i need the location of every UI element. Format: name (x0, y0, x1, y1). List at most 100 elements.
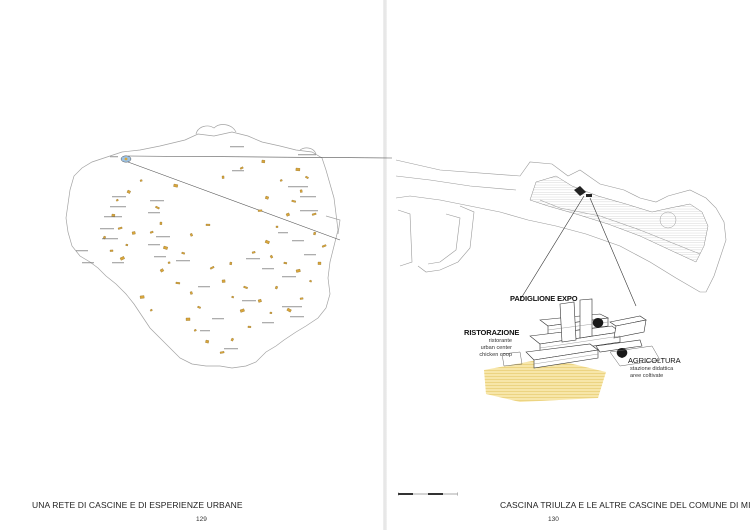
farm-marker (264, 239, 270, 245)
farm-marker (257, 209, 263, 212)
map-label-mark (156, 236, 170, 238)
map-label-mark (200, 330, 210, 332)
label-ristorazione: RISTORAZIONE (464, 328, 520, 337)
map-label-mark (104, 216, 122, 218)
ristorazione-line-3: chicken coop (479, 352, 512, 358)
farm-marker (117, 226, 123, 230)
map-label-mark (76, 250, 88, 252)
left-page-number: 129 (196, 516, 207, 523)
map-label-mark (110, 206, 126, 208)
scale-bar (398, 492, 458, 496)
farm-marker (119, 256, 125, 261)
map-label-mark (176, 260, 190, 262)
farm-marker (155, 205, 160, 210)
farm-marker (261, 159, 266, 164)
farm-marker (285, 212, 290, 217)
map-label-mark (290, 316, 304, 318)
farm-marker (131, 231, 136, 235)
farm-marker (243, 285, 248, 290)
farm-marker (193, 328, 197, 332)
map-label-mark (242, 300, 256, 302)
farm-marker (149, 230, 154, 234)
right-page-caption: CASCINA TRIULZA E LE ALTRE CASCINE DEL C… (500, 500, 750, 510)
book-gutter (383, 0, 387, 530)
map-label-mark (298, 154, 316, 156)
farm-marker (257, 298, 262, 303)
map-label-mark (262, 268, 274, 270)
map-label-mark (304, 254, 316, 256)
farm-marker (313, 231, 317, 236)
farm-marker (269, 254, 274, 259)
farm-marker (181, 251, 186, 255)
farm-marker (221, 175, 225, 179)
map-label-mark (292, 240, 304, 242)
farm-marker (274, 285, 279, 290)
farm-marker (251, 251, 256, 254)
farm-marker (230, 337, 234, 342)
map-label-mark (112, 196, 126, 198)
farm-marker (239, 308, 245, 313)
farm-marker (126, 189, 131, 194)
map-label-mark (148, 212, 160, 214)
farm-marker (264, 195, 270, 200)
map-label-mark (100, 228, 114, 230)
map-label-mark (212, 318, 224, 320)
farm-marker (269, 311, 273, 314)
farm-marker (283, 261, 288, 265)
label-agricoltura-details: stazione didattica aree coltivate (630, 366, 673, 380)
farm-marker (299, 189, 303, 193)
farm-marker (109, 249, 114, 252)
map-label-mark (148, 244, 160, 246)
map-label-mark (150, 200, 164, 202)
map-tiny-labels (76, 146, 318, 350)
map-label-mark (246, 258, 260, 260)
farm-marker (209, 265, 215, 270)
map-label-mark (282, 306, 302, 308)
farm-marker (221, 279, 226, 283)
farm-marker (149, 308, 153, 312)
farm-marker (239, 166, 244, 170)
expo-site-body (529, 175, 709, 263)
map-label-mark (232, 170, 244, 172)
farm-marker (115, 198, 119, 202)
cascina-axonometric (484, 298, 661, 402)
farm-marker (139, 179, 143, 182)
farm-marker (231, 295, 235, 299)
farm-marker (275, 225, 279, 228)
agricoltura-line-1: stazione didattica (630, 366, 674, 372)
map-label-mark (198, 286, 210, 288)
map-label-mark (110, 156, 118, 158)
label-ristorazione-details: ristorante urban center chicken coop (470, 338, 512, 359)
label-agricoltura: AGRICOLTURA (628, 356, 681, 365)
farm-marker (139, 295, 145, 299)
farm-marker (159, 268, 165, 273)
map-label-mark (154, 256, 166, 258)
agricoltura-line-2: aree coltivate (630, 373, 664, 379)
farm-marker (229, 261, 233, 266)
map-label-mark (230, 146, 244, 148)
farm-marker (167, 261, 171, 264)
farm-marker (189, 291, 193, 295)
map-label-mark (112, 262, 124, 264)
milan-boundary-map (65, 124, 341, 369)
map-label-mark (224, 348, 238, 350)
farm-marker (279, 179, 283, 182)
farm-marker (299, 297, 304, 300)
farm-marker (159, 221, 163, 225)
farm-marker (175, 281, 181, 285)
map-label-mark (262, 322, 274, 324)
farm-marker (317, 261, 322, 265)
ristorazione-line-2: urban center (480, 345, 512, 351)
farm-marker (197, 305, 201, 309)
farm-marker (295, 268, 301, 273)
farm-marker (205, 339, 210, 344)
detail-leader-lines (519, 195, 637, 307)
farm-marker (185, 317, 191, 321)
farm-marker (205, 223, 211, 226)
zoom-connector-lines (127, 155, 393, 241)
farm-marker (247, 325, 252, 328)
left-page-caption: UNA RETE DI CASCINE E DI ESPERIENZE URBA… (32, 500, 243, 510)
farm-marker (286, 307, 292, 313)
label-padiglione-expo: PADIGLIONE EXPO (510, 294, 578, 303)
